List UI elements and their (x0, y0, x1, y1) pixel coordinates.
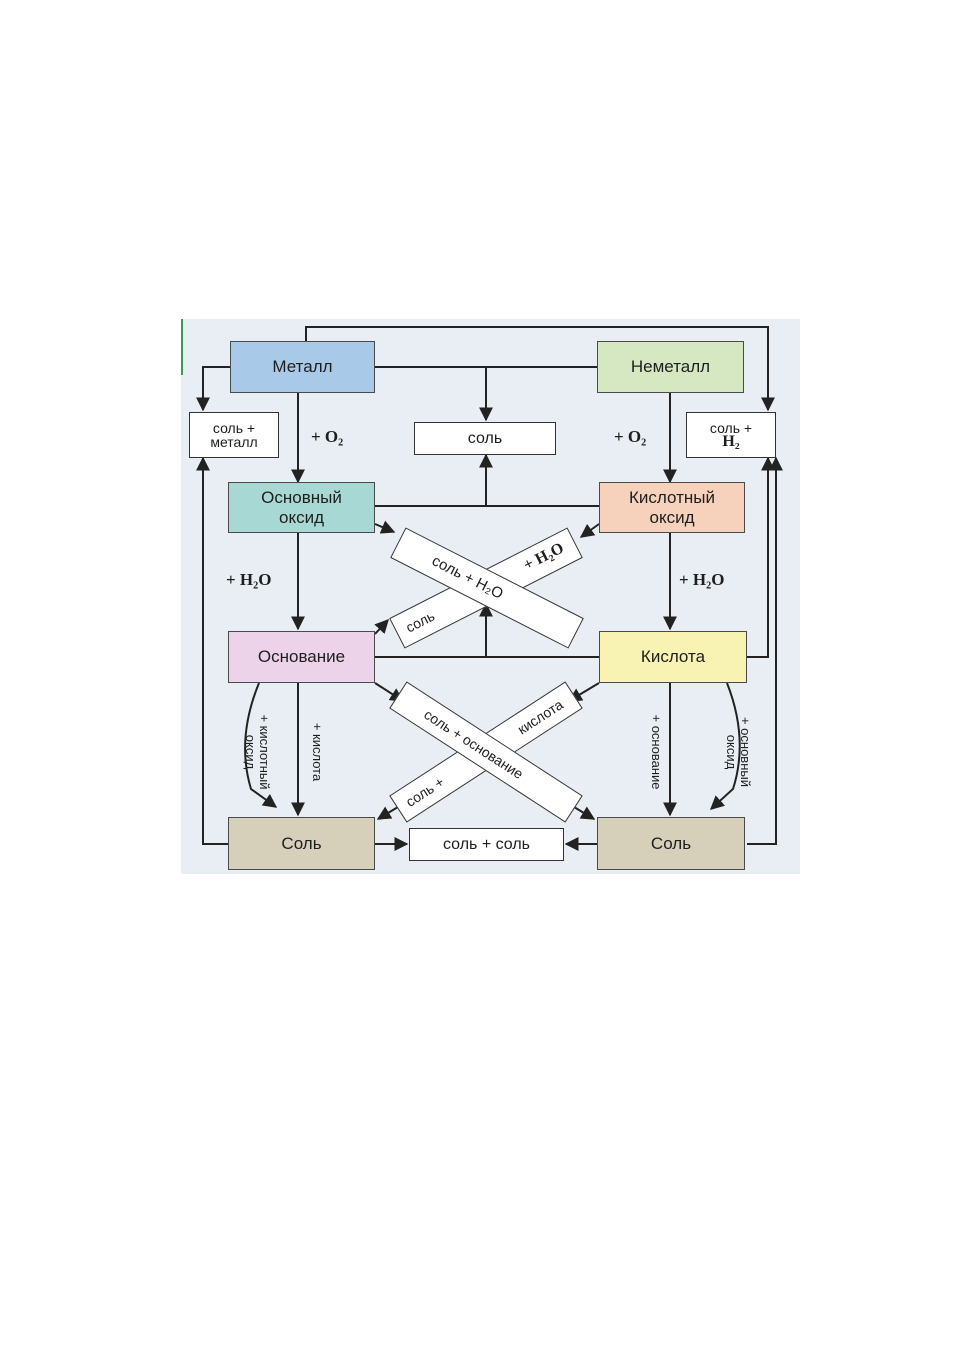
basic-oxide-vert-line1: + основный (738, 716, 753, 788)
acid-node: Кислота (599, 631, 747, 683)
metal-label: Металл (272, 357, 333, 376)
salt-right-node: Соль (597, 817, 745, 870)
acidic-oxide-node: Кислотный оксид (599, 482, 745, 533)
acid-vert-text: + кислота (310, 722, 325, 782)
arrow-metal-to-salt-metal (196, 366, 230, 412)
salt-right-label: Соль (650, 833, 692, 853)
salt-metal-box: соль + металл (189, 412, 279, 458)
base-vertical-label: + основание (647, 702, 664, 802)
arrow-metal-to-salt-h2 (305, 326, 775, 412)
arrow-basic-oxide-to-cross (374, 520, 396, 534)
o2-right-label: + O₂ (614, 427, 647, 446)
acidic-oxide-vert-line1: + кислотный (257, 714, 272, 790)
basic-oxide-node: Основный оксид (228, 482, 375, 533)
arrow-acid-curve-basic-oxide (709, 682, 741, 810)
acidic-oxide-vert-line2: оксид (243, 734, 258, 770)
h2o-right-label: + H₂O (679, 570, 725, 589)
salt-h2-line2: H₂ (722, 433, 740, 450)
h2o-left-label: + H₂O (226, 570, 272, 589)
base-vert-text: + основание (649, 714, 664, 790)
arrow-base-curve-acidic-oxide (244, 682, 278, 808)
salt-salt-label: соль + соль (442, 835, 531, 853)
salt-salt-box: соль + соль (409, 828, 564, 861)
base-label: Основание (257, 647, 346, 666)
chemistry-relations-diagram: Металл Неметалл Основный оксид Кислотный… (181, 319, 800, 874)
connector-lines (196, 326, 783, 851)
acidic-oxide-line1: Кислотный (629, 487, 715, 507)
salt-h2-line1: соль + (709, 420, 753, 436)
top-cross-band2-salt: соль (403, 607, 438, 636)
metal-node: Металл (230, 341, 375, 393)
arrow-base-to-cross (374, 618, 389, 635)
acidic-oxide-line2: оксид (649, 507, 695, 527)
left-edge-marker (181, 319, 183, 375)
basic-oxide-vert-line2: оксид (724, 734, 739, 770)
salt-metal-line2: металл (210, 434, 258, 450)
salt-left-node: Соль (228, 817, 375, 870)
basic-oxide-line1: Основный (261, 487, 342, 507)
salt-h2-box: соль + H₂ (686, 412, 776, 458)
nonmetal-label: Неметалл (630, 357, 711, 376)
acidic-oxide-vertical-label: + кислотный оксид (241, 702, 272, 802)
basic-oxide-vertical-label: + основный оксид (722, 702, 753, 802)
salt-center-label: соль (467, 429, 503, 447)
acid-vertical-label: + кислота (308, 707, 325, 797)
basic-oxide-line2: оксид (279, 507, 324, 527)
arrow-salt-left-to-salt-metal (196, 456, 228, 845)
arrow-salt-right-to-salt-h2 (747, 456, 783, 845)
acid-label: Кислота (640, 647, 706, 666)
salt-center-box: соль (414, 422, 556, 455)
salt-left-label: Соль (281, 833, 322, 853)
arrow-acid-to-salt-h2 (747, 456, 775, 658)
salt-metal-line1: соль + (212, 420, 256, 436)
arrow-acidic-oxide-to-cross (579, 523, 600, 538)
base-node: Основание (228, 631, 375, 683)
o2-left-label: + O₂ (311, 427, 344, 446)
nonmetal-node: Неметалл (597, 341, 744, 393)
